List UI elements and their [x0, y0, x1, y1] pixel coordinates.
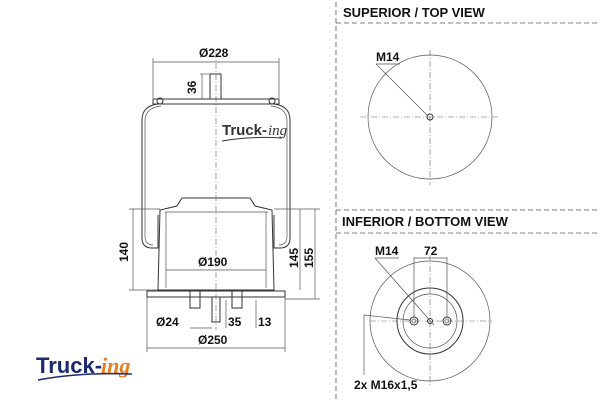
bottom-view-thread: M14: [375, 244, 399, 258]
top-view-title: SUPERIOR / TOP VIEW: [343, 5, 486, 20]
dim-offset-13: 13: [258, 315, 272, 329]
dim-piston-diameter: Ø190: [198, 255, 228, 269]
view-separators: [335, 2, 600, 400]
brand-logo: Truck- ing: [36, 353, 133, 381]
bottom-view: INFERIOR / BOTTOM VIEW M14 72 2x M16x1,5: [342, 214, 509, 392]
bottom-view-spacing: 72: [424, 244, 438, 258]
top-view: SUPERIOR / TOP VIEW M14: [343, 5, 500, 185]
dim-base-diameter: Ø250: [198, 333, 228, 347]
svg-text:ing: ing: [268, 123, 288, 139]
dim-stud-height: 36: [185, 80, 199, 94]
dim-height-155: 155: [302, 248, 316, 268]
dim-top-diameter: Ø228: [199, 46, 229, 60]
dim-offset-35: 35: [228, 315, 242, 329]
bottom-view-title: INFERIOR / BOTTOM VIEW: [342, 214, 509, 229]
dim-hole-diameter: Ø24: [156, 315, 179, 329]
bottom-view-studs: 2x M16x1,5: [354, 378, 418, 392]
dim-height-140: 140: [117, 242, 131, 262]
top-view-thread: M14: [376, 50, 400, 64]
watermark-logo: Truck- ing: [221, 122, 288, 142]
side-view: Ø228 36 Ø190 140 145 155 Ø24 35 13 Ø250 …: [117, 46, 320, 352]
svg-text:Truck-: Truck-: [222, 122, 267, 139]
dim-height-145: 145: [287, 248, 301, 268]
